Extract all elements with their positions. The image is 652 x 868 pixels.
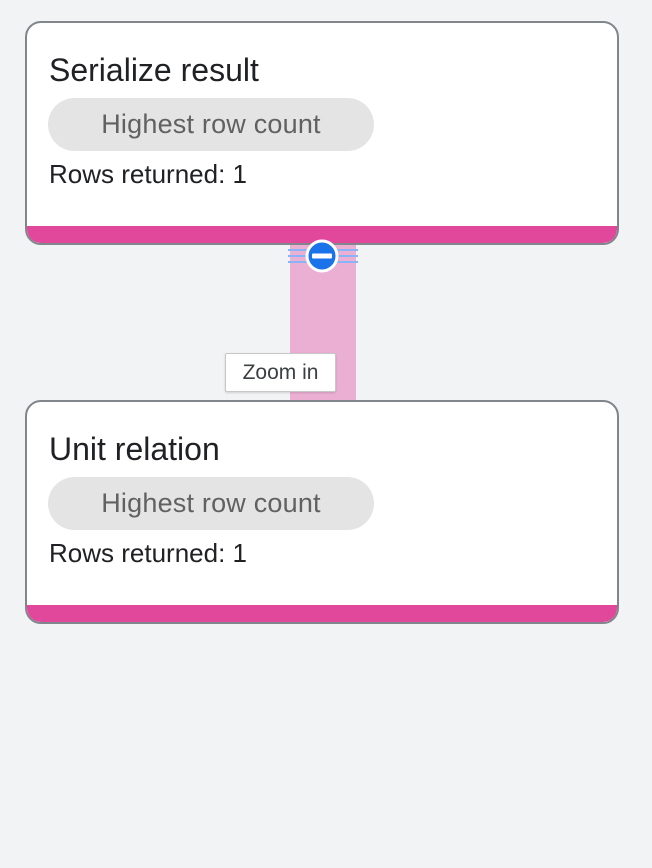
minus-circle-icon — [288, 239, 358, 273]
node-accent-bar — [27, 226, 617, 243]
node-accent-bar — [27, 605, 617, 622]
rows-returned-label: Rows returned: 1 — [49, 538, 247, 568]
node-serialize-result[interactable]: Serialize result Highest row count Rows … — [25, 21, 619, 245]
node-title: Unit relation — [49, 431, 220, 467]
highest-row-count-chip: Highest row count — [48, 477, 374, 530]
node-title: Serialize result — [49, 52, 259, 88]
collapse-handle[interactable] — [286, 238, 360, 274]
rows-returned-label: Rows returned: 1 — [49, 159, 247, 189]
zoom-in-tooltip: Zoom in — [225, 353, 336, 392]
node-unit-relation[interactable]: Unit relation Highest row count Rows ret… — [25, 400, 619, 624]
highest-row-count-chip: Highest row count — [48, 98, 374, 151]
